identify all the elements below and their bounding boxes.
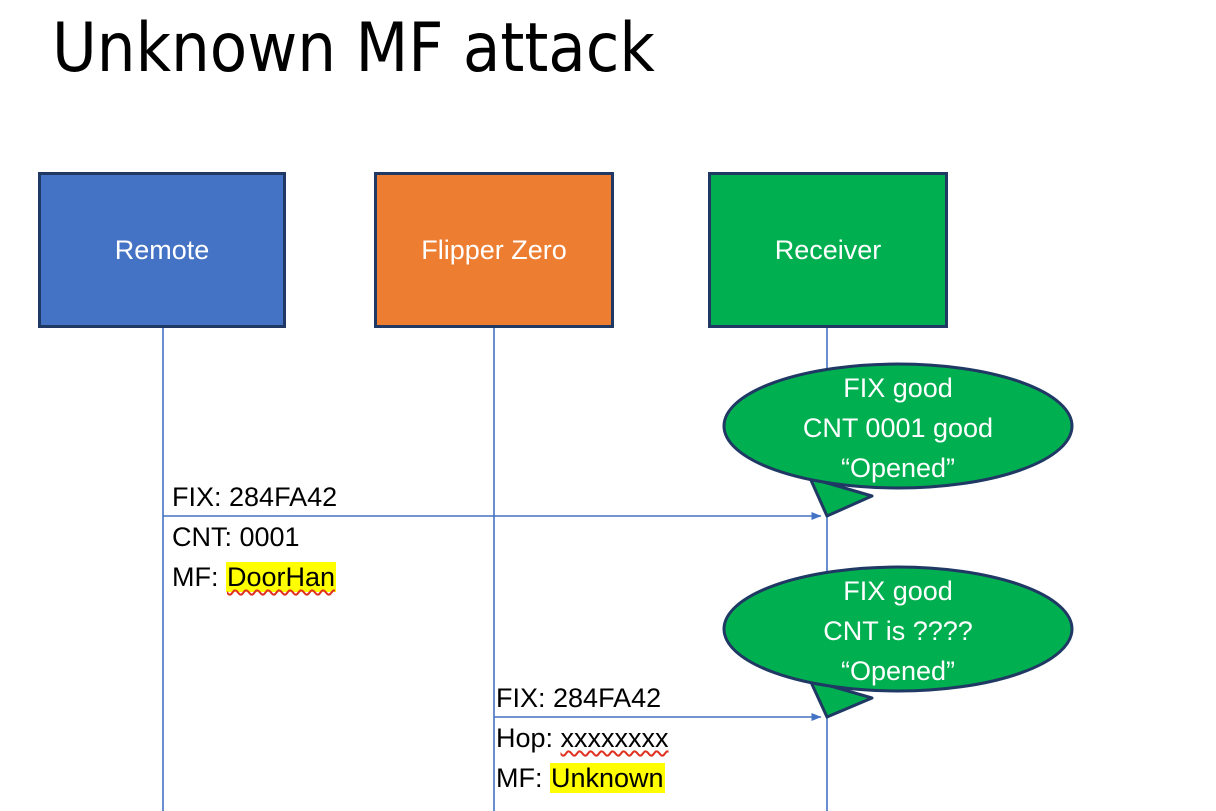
message-1-line-1-prefix: FIX: <box>172 482 230 512</box>
message-1-line-3: MF: DoorHan <box>172 557 337 597</box>
message-2-line-1-prefix: FIX: <box>496 683 554 713</box>
message-1-line-3-prefix: MF: <box>172 562 226 592</box>
message-2-line-1-value: 284FA42 <box>553 683 662 713</box>
message-1-line-1: FIX: 284FA42 <box>172 477 337 517</box>
message-1-line-2-prefix: CNT: <box>172 522 240 552</box>
actor-label-remote: Remote <box>114 235 210 265</box>
actor-box-remote[interactable]: Remote <box>38 172 286 328</box>
actor-box-flipper[interactable]: Flipper Zero <box>374 172 614 328</box>
message-2-line-3-value: Unknown <box>550 763 665 793</box>
actor-label-flipper: Flipper Zero <box>421 235 567 265</box>
message-2-line-3: MF: Unknown <box>496 758 669 798</box>
message-2-line-1: FIX: 284FA42 <box>496 678 669 718</box>
message-2-line-3-prefix: MF: <box>496 763 550 793</box>
message-2-label: FIX: 284FA42 Hop: xxxxxxxx MF: Unknown <box>496 678 669 798</box>
page-title: Unknown MF attack <box>52 9 655 88</box>
message-2-line-2: Hop: xxxxxxxx <box>496 718 669 758</box>
message-1-line-2-value: 0001 <box>239 522 300 552</box>
callout-1-shape <box>722 362 1074 518</box>
actor-label-receiver: Receiver <box>774 235 882 265</box>
actor-box-receiver[interactable]: Receiver <box>708 172 948 328</box>
message-1-line-3-value: DoorHan <box>226 562 337 592</box>
message-2-line-2-value: xxxxxxxx <box>560 723 669 753</box>
message-2-line-2-prefix: Hop: <box>496 723 561 753</box>
message-1-line-2: CNT: 0001 <box>172 517 337 557</box>
message-1-line-1-value: 284FA42 <box>229 482 338 512</box>
callout-2-shape <box>722 565 1074 719</box>
message-1-label: FIX: 284FA42 CNT: 0001 MF: DoorHan <box>172 477 337 597</box>
